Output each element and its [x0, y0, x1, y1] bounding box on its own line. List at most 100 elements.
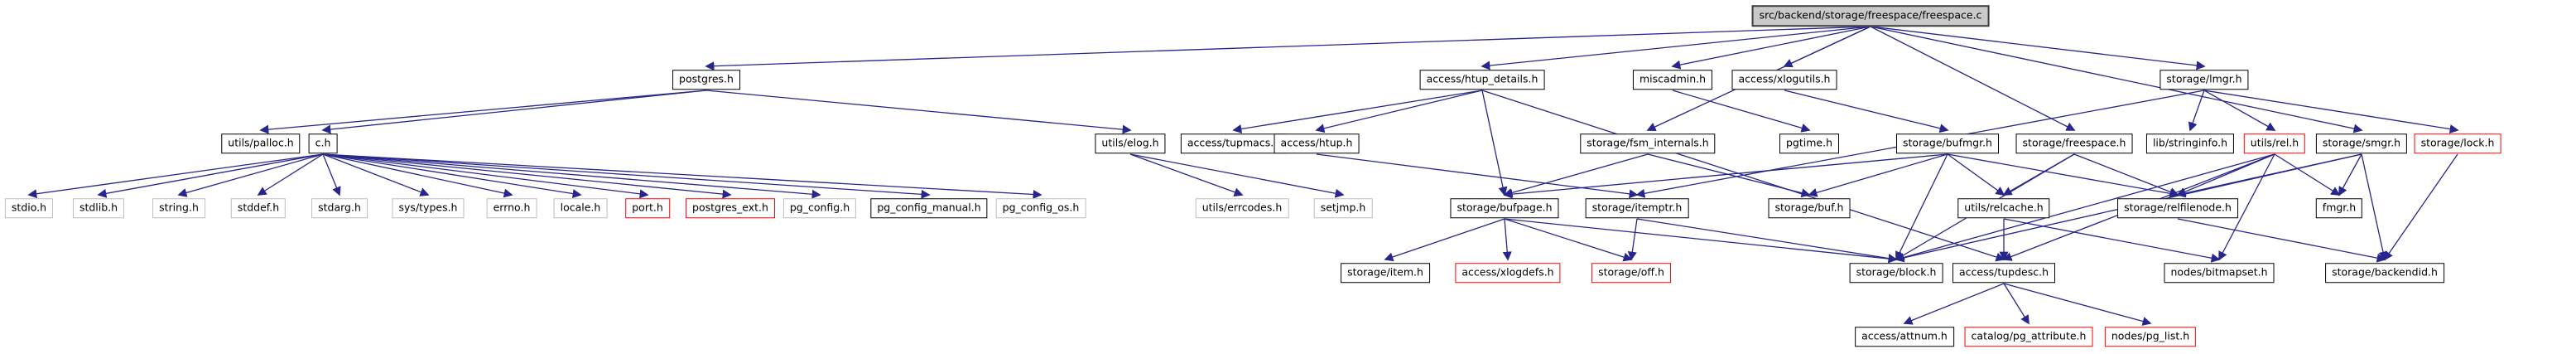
node-stdlib-h[interactable]: stdlib.h	[72, 198, 125, 218]
node-item-h[interactable]: storage/item.h	[1341, 263, 1430, 283]
include-edge-c-h--postgres-ext-h	[322, 153, 732, 199]
node-postgres-ext-h[interactable]: postgres_ext.h	[686, 198, 775, 218]
include-edge-root--postgres-h	[705, 26, 1871, 71]
include-edge-bufmgr-h--block-h	[1895, 153, 1948, 261]
include-edge-xlogutils-h--bufmgr-h	[1784, 90, 1949, 133]
include-edge-rel-h--relfilenode-h	[2176, 153, 2275, 196]
node-sys-types-h[interactable]: sys/types.h	[392, 198, 465, 218]
node-miscadmin-h[interactable]: miscadmin.h	[1632, 70, 1713, 90]
include-edge-elog-h--errcodes-h	[1129, 153, 1244, 196]
node-pg-config-manual-h[interactable]: pg_config_manual.h	[870, 198, 988, 218]
node-lock-h[interactable]: storage/lock.h	[2414, 133, 2501, 153]
node-bufmgr-h[interactable]: storage/bufmgr.h	[1896, 133, 1999, 153]
node-smgr-h[interactable]: storage/smgr.h	[2315, 133, 2408, 153]
include-edge-elog-h--setjmp-h	[1129, 153, 1345, 198]
include-edge-bufpage-h--block-h	[1504, 218, 1898, 264]
include-edge-c-h--errno-h	[322, 153, 513, 198]
include-edge-postgres-h--c-h	[321, 90, 707, 134]
node-xlogdefs-h[interactable]: access/xlogdefs.h	[1455, 263, 1561, 283]
include-edge-c-h--stdarg-h	[322, 153, 341, 196]
node-bufpage-h[interactable]: storage/bufpage.h	[1450, 198, 1559, 218]
include-edge-c-h--stdio-h	[27, 153, 324, 199]
include-edge-bufpage-h--xlogdefs-h	[1502, 218, 1512, 261]
root-file-node: src/backend/storage/freespace/freespace.…	[1751, 5, 1990, 27]
node-stddef-h[interactable]: stddef.h	[230, 198, 286, 218]
include-edge-itemptr-h--off-h	[1627, 218, 1638, 261]
include-edge-bufmgr-h--relfilenode-h	[1947, 153, 2179, 198]
include-edge-htup-details-h--tupmacs-h	[1232, 90, 1483, 133]
node-setjmp-h[interactable]: setjmp.h	[1313, 198, 1373, 218]
node-htup-h[interactable]: access/htup.h	[1274, 133, 1360, 153]
include-edge-c-h--stddef-h	[257, 153, 324, 196]
include-edge-c-h--sys-types-h	[322, 153, 430, 196]
node-off-h[interactable]: storage/off.h	[1591, 263, 1671, 283]
include-edge-itemptr-h--block-h	[1636, 218, 1898, 264]
include-edge-postgres-h--palloc-h	[259, 90, 707, 134]
include-edge-lmgr-h--rel-h	[2203, 90, 2276, 131]
node-rel-h[interactable]: utils/rel.h	[2243, 133, 2306, 153]
node-itemptr-h[interactable]: storage/itemptr.h	[1585, 198, 1689, 218]
node-buf-h[interactable]: storage/buf.h	[1768, 198, 1851, 218]
node-fmgr-h[interactable]: fmgr.h	[2315, 198, 2363, 218]
include-edge-htup-details-h--bufpage-h	[1481, 90, 1508, 196]
include-edge-bufmgr-h--buf-h	[1808, 153, 1948, 197]
node-port-h[interactable]: port.h	[625, 198, 670, 218]
node-locale-h[interactable]: locale.h	[553, 198, 608, 218]
include-edge-root--lmgr-h	[1870, 26, 2206, 70]
node-attnum-h[interactable]: access/attnum.h	[1855, 327, 1954, 347]
include-edge-c-h--pg-config-h	[322, 153, 821, 199]
include-edge-root--smgr-h	[1870, 26, 2363, 133]
node-htup-details-h[interactable]: access/htup_details.h	[1419, 70, 1545, 90]
include-edge-lock-h--backendid-h	[2384, 153, 2458, 261]
node-tupdesc-h[interactable]: access/tupdesc.h	[1952, 263, 2055, 283]
include-edge-rel-h--fmgr-h	[2274, 153, 2341, 196]
include-edge-htup-h--itemptr-h	[1316, 153, 1639, 199]
include-edge-root--htup-details-h	[1481, 26, 1871, 70]
node-freespace-h[interactable]: storage/freespace.h	[2015, 133, 2133, 153]
include-edge-bufmgr-h--bufpage-h	[1503, 153, 1948, 199]
node-palloc-h[interactable]: utils/palloc.h	[221, 133, 301, 153]
node-pg-attribute-h[interactable]: catalog/pg_attribute.h	[1964, 327, 2093, 347]
node-relfilenode-h[interactable]: storage/relfilenode.h	[2117, 198, 2238, 218]
node-fsm-internals-h[interactable]: storage/fsm_internals.h	[1580, 133, 1716, 153]
include-edge-smgr-h--backendid-h	[2361, 153, 2388, 261]
node-pg-config-os-h[interactable]: pg_config_os.h	[995, 198, 1086, 218]
node-backendid-h[interactable]: storage/backendid.h	[2325, 263, 2444, 283]
include-edge-c-h--pg-config-os-h	[322, 153, 1042, 199]
include-edge-htup-details-h--htup-h	[1315, 90, 1483, 133]
node-c-h[interactable]: c.h	[308, 133, 338, 153]
include-edge-rel-h--block-h	[1895, 153, 2275, 262]
include-edge-root--freespace-h	[1870, 26, 2076, 131]
include-edge-rel-h--bitmapset-h	[2218, 153, 2275, 261]
node-stdio-h[interactable]: stdio.h	[4, 198, 54, 218]
node-postgres-h[interactable]: postgres.h	[672, 70, 740, 90]
include-edge-c-h--string-h	[177, 153, 324, 197]
include-edge-bufmgr-h--relcache-h	[1947, 153, 2005, 196]
node-pg-config-h[interactable]: pg_config.h	[782, 198, 857, 218]
node-elog-h[interactable]: utils/elog.h	[1095, 133, 1166, 153]
include-edge-lmgr-h--stringinfo-h	[2188, 90, 2205, 132]
include-edge-root--miscadmin-h	[1671, 26, 1871, 70]
include-edge-tupdesc-h--pg-list-h	[2003, 283, 2152, 326]
node-block-h[interactable]: storage/block.h	[1849, 263, 1943, 283]
node-stringinfo-h[interactable]: lib/stringinfo.h	[2145, 133, 2235, 153]
include-edge-tupdesc-h--attnum-h	[1903, 283, 2005, 325]
node-errcodes-h[interactable]: utils/errcodes.h	[1195, 198, 1289, 218]
node-xlogutils-h[interactable]: access/xlogutils.h	[1731, 70, 1837, 90]
include-edge-lmgr-h--lock-h	[2203, 90, 2459, 134]
node-tupmacs-h[interactable]: access/tupmacs.h	[1180, 133, 1288, 153]
include-edge-tupdesc-h--pg-attribute-h	[2003, 283, 2030, 325]
node-lmgr-h[interactable]: storage/lmgr.h	[2160, 70, 2249, 90]
include-edge-c-h--stdlib-h	[97, 153, 324, 198]
node-errno-h[interactable]: errno.h	[486, 198, 537, 218]
include-edge-bufpage-h--item-h	[1384, 218, 1505, 262]
node-pg-list-h[interactable]: nodes/pg_list.h	[2104, 327, 2197, 347]
node-bitmapset-h[interactable]: nodes/bitmapset.h	[2164, 263, 2275, 283]
node-relcache-h[interactable]: utils/relcache.h	[1957, 198, 2050, 218]
node-pgtime-h[interactable]: pgtime.h	[1779, 133, 1840, 153]
include-edge-freespace-h--relfilenode-h	[2073, 153, 2179, 196]
node-string-h[interactable]: string.h	[152, 198, 205, 218]
node-stdarg-h[interactable]: stdarg.h	[311, 198, 368, 218]
